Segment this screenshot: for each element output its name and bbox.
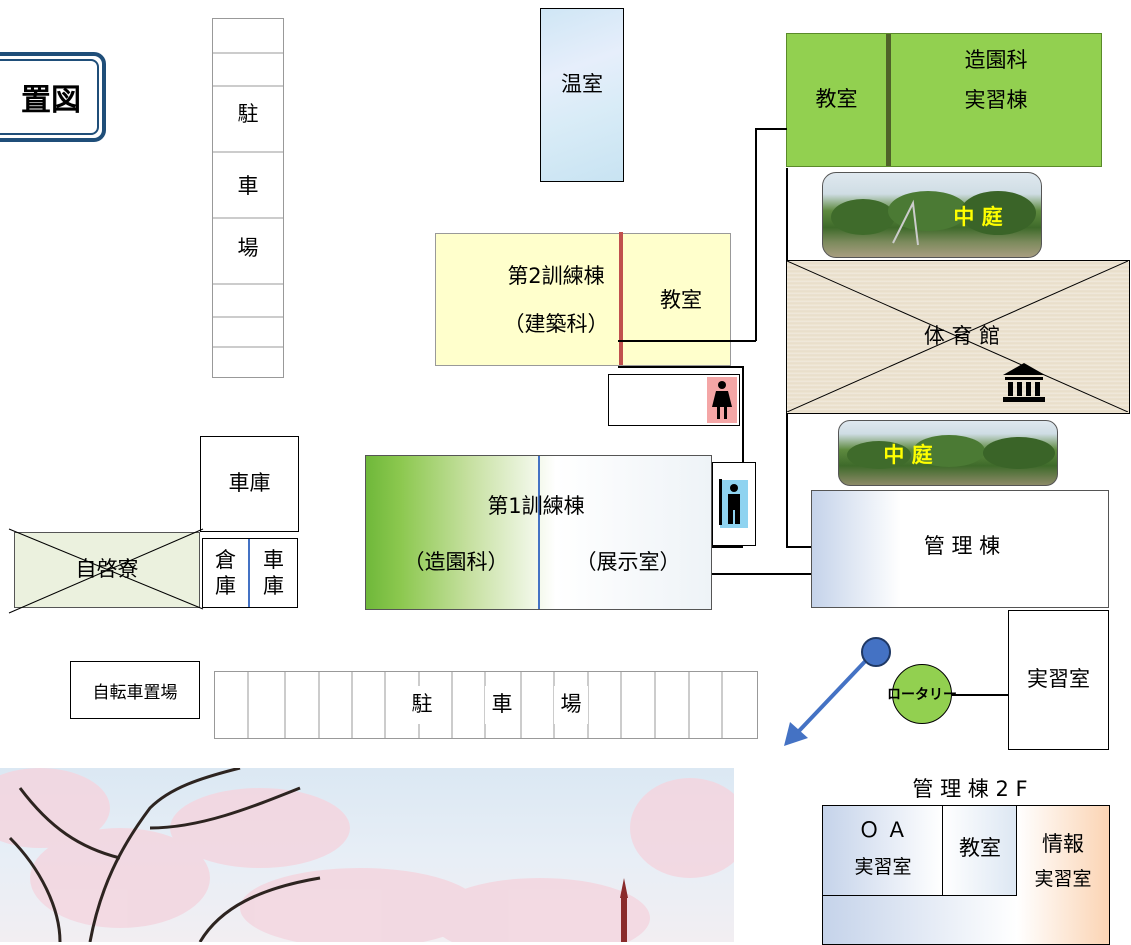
training-building-2-classroom: 教室: [660, 288, 702, 313]
womens-restroom-icon: [707, 377, 737, 423]
map-title: 置図: [21, 83, 81, 118]
storage-label: 倉 庫: [215, 547, 236, 598]
courtyard-mid: 中 庭: [838, 420, 1058, 486]
admin-2f-plan: Ｏ Ａ 実習室 教室 情報 実習室: [822, 805, 1110, 945]
small-garage-label: 車 庫: [263, 547, 284, 598]
gym-label: 体 育 館: [923, 324, 1001, 349]
parking-horizontal-label-1: 駐: [405, 686, 439, 724]
landscape-practice-building: 教室 造園科 実習棟: [786, 33, 1102, 167]
training-building-1-dept: （造園科）: [403, 550, 509, 575]
greenhouse: 温室: [540, 8, 624, 182]
campus-photo: [0, 768, 734, 942]
classroom-2f-label: 教室: [959, 836, 1001, 861]
landscape-building-name-1: 造園科: [964, 48, 1028, 73]
greenhouse-label: 温室: [561, 72, 603, 97]
oa-room-label-2: 実習室: [854, 855, 912, 878]
bicycle-parking: 自転車置場: [70, 661, 200, 719]
training-building-2: 第2訓練棟 （建築科） 教室: [435, 232, 731, 366]
parking-vertical-label-2: 車: [213, 169, 283, 205]
parking-horizontal: 駐 車 場: [214, 671, 758, 739]
gym-building-icon: [1001, 361, 1047, 403]
gym: 体 育 館: [786, 260, 1130, 414]
info-practice-room: [1017, 806, 1109, 944]
rotary: ロータリー: [887, 664, 957, 724]
parking-vertical: 駐 車 場: [212, 18, 284, 378]
training-building-1-showroom: （展示室）: [575, 550, 681, 575]
bicycle-parking-label: 自転車置場: [92, 682, 178, 703]
practice-room: 実習室: [1008, 610, 1109, 750]
training-building-1-name: 第1訓練棟: [487, 494, 585, 519]
garage: 車庫: [200, 436, 299, 532]
training-building-2-dept: （建築科）: [503, 312, 609, 337]
location-pin-icon: [784, 637, 891, 746]
womens-restroom: [608, 374, 740, 426]
mens-restroom-icon: [720, 480, 748, 528]
dormitory: 自啓寮: [8, 528, 204, 614]
rotary-label: ロータリー: [887, 687, 957, 703]
parking-vertical-label-1: 駐: [213, 97, 283, 133]
parking-vertical-label-3: 場: [213, 231, 283, 267]
info-room-label-2: 実習室: [1034, 867, 1092, 890]
courtyard-mid-label: 中 庭: [883, 443, 933, 467]
admin-building-label: 管 理 棟: [923, 534, 1001, 559]
map-title-frame: 置図: [0, 52, 106, 142]
landscape-classroom-label: 教室: [815, 87, 858, 112]
storage-and-garage: 倉 庫 車 庫: [202, 538, 298, 608]
oa-practice-room: [823, 806, 943, 896]
courtyard-top-label: 中 庭: [953, 205, 1003, 229]
info-room-label-1: 情報: [1042, 832, 1084, 857]
parking-horizontal-label-3: 場: [554, 686, 588, 724]
parking-horizontal-label-2: 車: [485, 686, 519, 724]
courtyard-top: 中 庭: [822, 172, 1042, 258]
training-building-2-name: 第2訓練棟: [507, 264, 605, 289]
mens-restroom: [712, 462, 756, 546]
admin-building: 管 理 棟: [811, 490, 1109, 608]
landscape-building-name-2: 実習棟: [964, 88, 1028, 113]
oa-room-label-1: Ｏ Ａ: [858, 818, 908, 843]
admin-2f-title: 管 理 棟 2 F: [912, 777, 1028, 801]
training-building-1: 第1訓練棟 （造園科） （展示室）: [365, 455, 712, 610]
dormitory-label: 自啓寮: [75, 557, 139, 582]
classroom-2f: [943, 806, 1017, 896]
